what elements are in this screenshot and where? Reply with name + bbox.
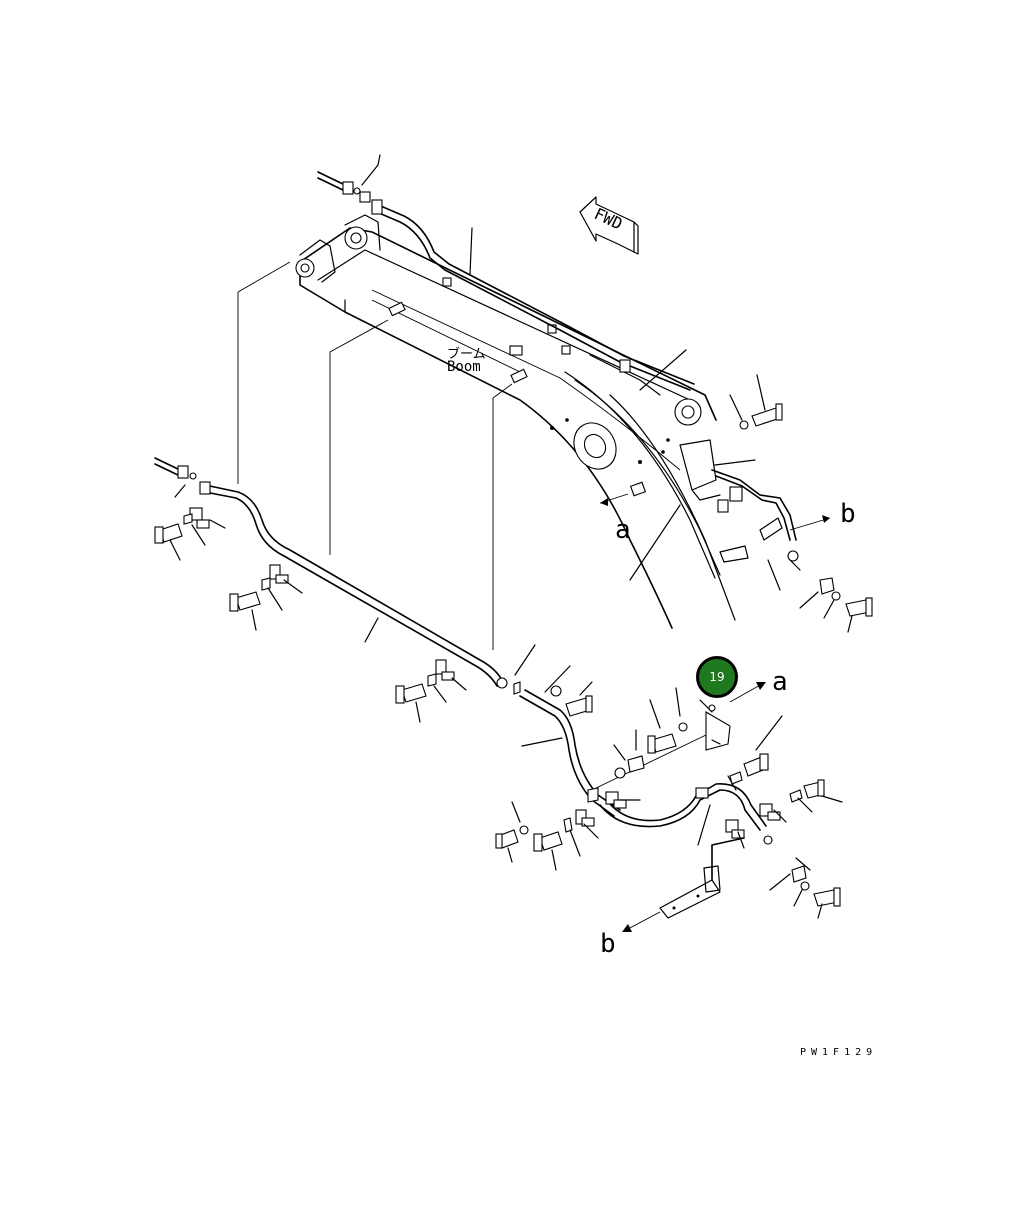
leader-lines: [237, 227, 687, 650]
boom-label-en: Boom: [447, 359, 481, 375]
ref-a-upper-group: a: [599, 481, 681, 581]
ref-a-upper: a: [615, 515, 631, 545]
ref-b-lower: b: [600, 929, 616, 959]
fwd-direction-arrow: FWD: [579, 196, 639, 255]
boom-label-jp: ブーム: [447, 346, 486, 362]
boom-structure: [295, 214, 736, 629]
lower-right-assembly: a: [495, 665, 843, 959]
drawing-code: PW1F129: [800, 1047, 878, 1058]
boom-head-fittings: b: [679, 374, 873, 633]
fwd-label: FWD: [591, 204, 625, 233]
callout-19-number: 19: [709, 670, 725, 684]
callout-19-button[interactable]: 19: [696, 656, 738, 698]
ref-a-lower: a: [772, 667, 788, 697]
lower-pipe-assembly: [154, 457, 536, 723]
ref-b-upper: b: [840, 499, 856, 529]
upper-pipe-assembly: [317, 154, 695, 396]
